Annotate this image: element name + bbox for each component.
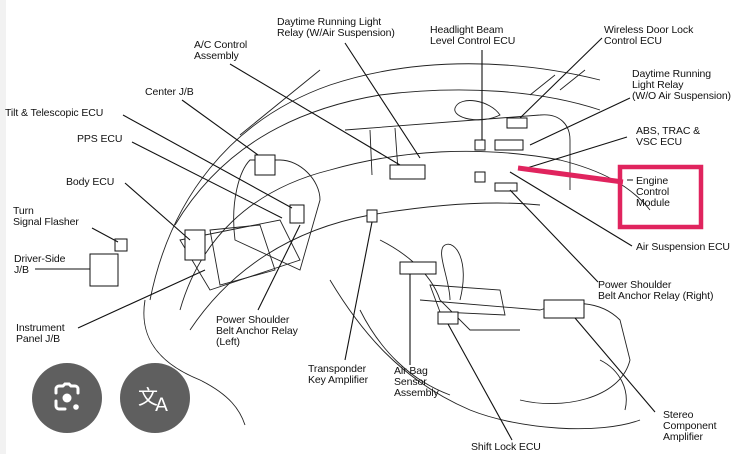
air-bag-sensor-box — [399, 261, 437, 275]
highlight-box — [617, 164, 704, 230]
label-power-shoulder-belt-right: Power Shoulder Belt Anchor Relay (Right) — [598, 279, 714, 302]
label-driver-side-jb: Driver-Side J/B — [14, 253, 66, 276]
stereo-amplifier-box — [543, 299, 585, 319]
label-air-bag-sensor-assembly: Air Bag Sensor Assembly — [394, 365, 439, 399]
label-tilt-telescopic-ecu: Tilt & Telescopic ECU — [5, 107, 104, 119]
leader-lines — [35, 37, 656, 441]
label-transponder-key-amplifier: Transponder Key Amplifier — [308, 363, 368, 386]
label-engine-control-module: Engine Control Module — [636, 175, 670, 209]
label-abs-trac-vsc-ecu: ABS, TRAC & VSC ECU — [636, 125, 701, 148]
translate-glyph-sub: A — [155, 394, 168, 416]
translate-glyph-main: 文 — [138, 385, 158, 409]
label-stereo-component-amplifier: Stereo Component Amplifier — [663, 409, 717, 443]
pps-box — [474, 171, 486, 183]
abs-ecu-box — [494, 139, 524, 151]
body-ecu-box — [184, 229, 206, 261]
label-headlight-beam-level-control-ecu: Headlight Beam Level Control ECU — [430, 24, 516, 47]
power-shoulder-right-box — [494, 182, 518, 192]
translate-button[interactable]: 文 A — [120, 363, 190, 433]
headlight-beam-box — [474, 139, 486, 151]
label-center-jb: Center J/B — [145, 86, 194, 98]
ac-control-box — [389, 164, 426, 180]
label-power-shoulder-belt-left: Power Shoulder Belt Anchor Relay (Left) — [216, 314, 298, 348]
label-pps-ecu: PPS ECU — [77, 133, 123, 145]
google-lens-button[interactable] — [32, 363, 102, 433]
label-wireless-door-lock-control-ecu: Wireless Door Lock Control ECU — [604, 24, 694, 47]
label-ac-control-assembly: A/C Control Assembly — [194, 39, 248, 62]
google-lens-icon — [54, 382, 80, 411]
wireless-door-lock-box — [506, 117, 528, 129]
transponder-box — [366, 209, 378, 223]
label-daytime-running-light-relay-air: Daytime Running Light Relay (W/Air Suspe… — [277, 16, 395, 39]
shift-lock-ecu-box — [437, 311, 459, 325]
label-turn-signal-flasher: Turn Signal Flasher — [13, 205, 79, 228]
tilt-telescopic-box — [289, 204, 305, 224]
label-body-ecu: Body ECU — [66, 176, 115, 188]
center-jb-box — [254, 154, 276, 176]
highlight-arrow — [517, 165, 624, 185]
label-shift-lock-ecu: Shift Lock ECU — [471, 441, 541, 453]
viewer-edge — [0, 0, 6, 454]
driver-side-jb-box — [89, 253, 119, 287]
engine-control-module-highlight — [517, 164, 704, 230]
translate-icon: 文 A — [138, 381, 172, 416]
component-boxes — [89, 117, 585, 325]
label-instrument-panel-jb: Instrument Panel J/B — [16, 322, 65, 345]
label-air-suspension-ecu: Air Suspension ECU — [636, 241, 730, 253]
label-daytime-running-light-relay-no-air: Daytime Running Light Relay (W/O Air Sus… — [632, 68, 731, 102]
